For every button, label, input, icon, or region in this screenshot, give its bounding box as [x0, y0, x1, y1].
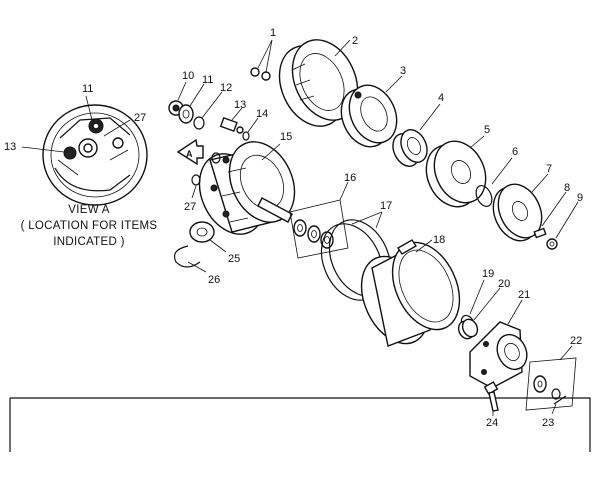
callout-4: 4	[438, 92, 444, 104]
part-22-kit	[525, 345, 577, 411]
callout-7: 7	[546, 163, 552, 175]
part-4-bearing	[392, 103, 441, 167]
callout-11: 11	[202, 74, 213, 86]
callout-27: 27	[184, 201, 196, 213]
part-1-bolts	[250, 39, 273, 81]
callout-10: 10	[182, 70, 194, 82]
callout-21: 21	[518, 289, 530, 301]
part-23-pin	[551, 395, 567, 415]
part-7-plate	[492, 173, 549, 242]
part-8-key	[533, 191, 567, 239]
part-25-washer	[189, 221, 227, 253]
view-callout-27: 27	[134, 112, 146, 124]
callout-25: 25	[228, 253, 240, 265]
callout-17: 17	[380, 200, 392, 212]
part-3-coil	[340, 75, 403, 148]
part-15-compressor	[198, 141, 296, 235]
frame-bracket	[9, 397, 591, 452]
part-6-ring	[475, 157, 513, 207]
callout-22: 22	[570, 335, 582, 347]
part-16-washers	[289, 181, 349, 259]
part-13-switch	[219, 107, 244, 134]
part-20-seal	[457, 287, 501, 340]
part-18-shell	[360, 239, 461, 347]
callout-19: 19	[482, 268, 494, 280]
callout-8: 8	[564, 182, 570, 194]
callout-5: 5	[484, 124, 490, 136]
callout-15: 15	[280, 131, 292, 143]
callout-14: 14	[256, 108, 268, 120]
part-26-snapring	[173, 245, 207, 273]
part-24-bolt	[483, 381, 499, 416]
callout-13: 13	[234, 99, 246, 111]
view-callout-13: 13	[4, 141, 16, 153]
callout-23: 23	[542, 417, 554, 429]
part-27-oring	[191, 152, 221, 199]
part-11-valve	[178, 83, 205, 124]
callout-20: 20	[498, 278, 510, 290]
part-14-oring	[242, 117, 259, 141]
view-caption-line-3: INDICATED )	[53, 236, 125, 248]
view-caption-line-1: VIEW A	[68, 204, 110, 216]
part-9-nut	[546, 201, 579, 250]
part-5-hub	[425, 135, 487, 208]
view-callout-11: 11	[82, 83, 93, 95]
callout-1: 1	[270, 27, 276, 39]
callout-2: 2	[352, 35, 358, 47]
part-2-pulley	[278, 39, 359, 127]
callout-18: 18	[433, 234, 445, 246]
callout-labels: 1 2 3 4 5 6 7 8 9 10 11 12 13 14 15 16 1…	[4, 27, 583, 429]
part-12-oring	[193, 91, 223, 130]
callout-9: 9	[577, 192, 583, 204]
callout-3: 3	[400, 65, 406, 77]
callout-6: 6	[512, 146, 518, 158]
callout-12: 12	[220, 82, 232, 94]
view-a-marker	[176, 138, 204, 166]
view-a-detail	[21, 95, 148, 206]
view-caption-line-2: ( LOCATION FOR ITEMS	[20, 220, 158, 232]
callout-16: 16	[344, 172, 356, 184]
view-marker-letter: A	[186, 149, 193, 159]
callout-24: 24	[486, 417, 498, 429]
callout-26: 26	[208, 274, 220, 286]
part-21-rear-head	[469, 299, 528, 389]
